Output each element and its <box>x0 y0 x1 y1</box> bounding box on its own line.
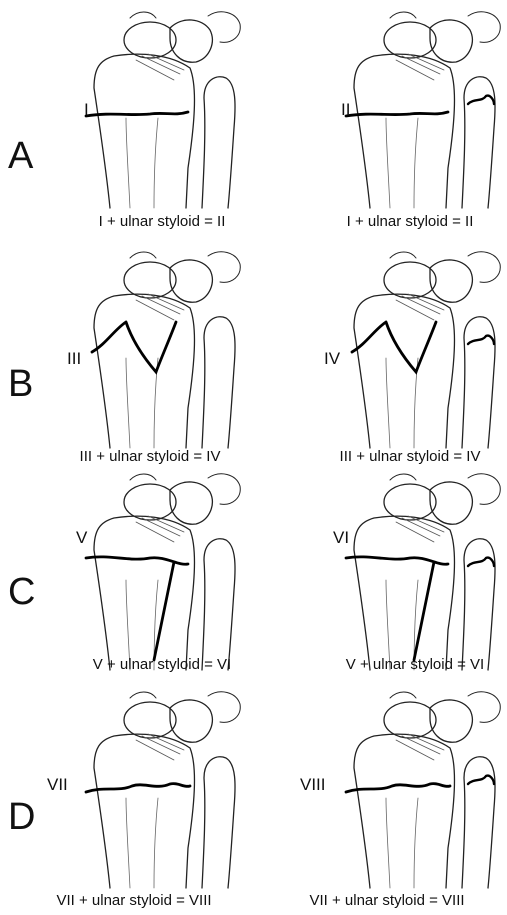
label-i: I <box>84 101 89 118</box>
wrist-drawing <box>70 8 280 218</box>
trapezium-carpal <box>390 12 416 18</box>
scaphoid-carpal <box>384 702 436 738</box>
caption-viii: VII + ulnar styloid = VIII <box>267 892 507 910</box>
radius-texture <box>126 358 158 448</box>
caption-ii: I + ulnar styloid = II <box>290 213 507 231</box>
trapezium-carpal <box>390 692 416 698</box>
trapezium-carpal <box>130 692 156 698</box>
wrist-illustration-iv <box>330 248 507 458</box>
ulna-bone <box>202 77 235 208</box>
wrist-illustration-vii <box>70 688 280 898</box>
radius-texture <box>386 118 418 208</box>
wrist-illustration-iii <box>70 248 280 458</box>
label-viii: VIII <box>300 776 326 793</box>
scaphoid-carpal <box>384 22 436 58</box>
scaphoid-carpal <box>384 262 436 298</box>
label-ii: II <box>341 101 350 118</box>
wrist-illustration-vi <box>330 470 507 680</box>
radius-texture <box>386 798 418 888</box>
fracture-line <box>352 322 436 372</box>
row-letter-d: D <box>8 798 35 836</box>
radius-bone <box>354 516 454 670</box>
fracture-line <box>86 784 190 792</box>
wrist-drawing <box>330 688 507 898</box>
wrist-drawing <box>70 688 280 898</box>
radius-bone <box>94 294 194 448</box>
caption-vii: VII + ulnar styloid = VIII <box>14 892 254 910</box>
trapezium-carpal <box>130 12 156 18</box>
fracture-line <box>346 557 448 660</box>
scaphoid-carpal <box>124 262 176 298</box>
wrist-illustration-viii <box>330 688 507 898</box>
wrist-drawing <box>70 470 280 680</box>
ulna-bone <box>202 539 235 670</box>
label-iv: IV <box>324 350 340 367</box>
ulnar-styloid-fracture <box>468 96 494 104</box>
fracture-line <box>86 112 188 116</box>
row-letter-a: A <box>8 137 33 175</box>
radius-bone <box>94 516 194 670</box>
ulna-bone <box>202 317 235 448</box>
label-vi: VI <box>333 529 349 546</box>
caption-iii: III + ulnar styloid = IV <box>30 448 270 466</box>
ulna-bone <box>202 757 235 888</box>
radius-texture <box>126 798 158 888</box>
label-iii: III <box>67 350 81 367</box>
row-letter-b: B <box>8 365 33 403</box>
wrist-drawing <box>330 8 507 218</box>
fracture-line <box>346 112 448 116</box>
wrist-illustration-ii <box>330 8 507 218</box>
row-letter-c: C <box>8 573 35 611</box>
caption-iv: III + ulnar styloid = IV <box>290 448 507 466</box>
wrist-drawing <box>70 248 280 458</box>
scaphoid-carpal <box>124 22 176 58</box>
scaphoid-carpal <box>124 702 176 738</box>
ulnar-styloid-fracture <box>468 776 494 784</box>
radius-bone <box>354 734 454 888</box>
fracture-line <box>346 784 450 792</box>
trapezium-carpal <box>130 252 156 258</box>
scaphoid-carpal <box>384 484 436 520</box>
caption-i: I + ulnar styloid = II <box>42 213 282 231</box>
wrist-illustration-i <box>70 8 280 218</box>
radius-bone <box>94 734 194 888</box>
radius-bone <box>354 54 454 208</box>
ulnar-styloid-fracture <box>468 336 494 344</box>
radius-bone <box>94 54 194 208</box>
trapezium-carpal <box>130 474 156 480</box>
wrist-drawing <box>330 470 507 680</box>
wrist-drawing <box>330 248 507 458</box>
label-vii: VII <box>47 776 68 793</box>
caption-vi: V + ulnar styloid = VI <box>295 656 507 674</box>
wrist-illustration-v <box>70 470 280 680</box>
radius-bone <box>354 294 454 448</box>
radius-texture <box>386 358 418 448</box>
fracture-line <box>86 557 188 660</box>
scaphoid-carpal <box>124 484 176 520</box>
radius-texture <box>126 118 158 208</box>
trapezium-carpal <box>390 474 416 480</box>
label-v: V <box>76 529 87 546</box>
ulnar-styloid-fracture <box>468 558 494 566</box>
caption-v: V + ulnar styloid = VI <box>42 656 282 674</box>
fracture-line <box>92 322 176 372</box>
trapezium-carpal <box>390 252 416 258</box>
